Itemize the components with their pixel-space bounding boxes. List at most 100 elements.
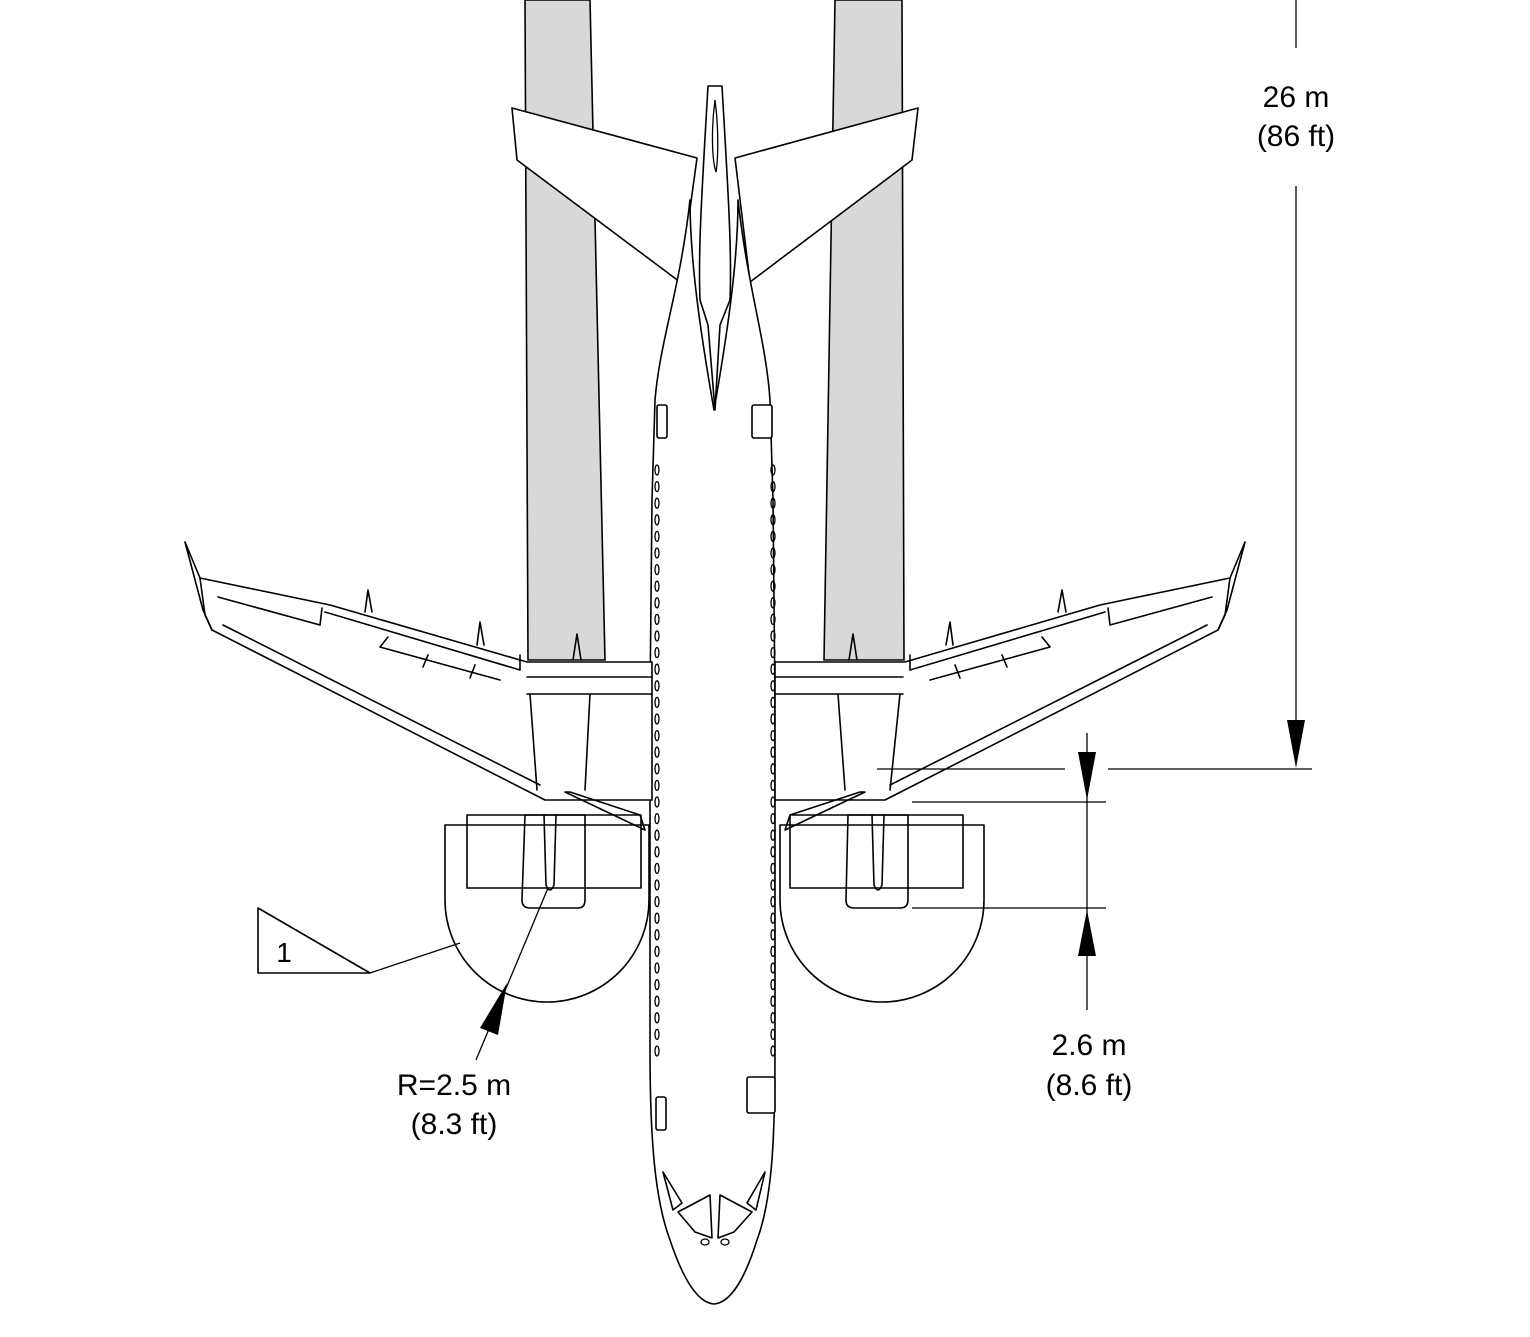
- cabin-window: [770, 912, 776, 924]
- right-engine-core: [871, 814, 885, 891]
- cabin-window: [654, 1012, 660, 1024]
- cockpit-windows: [662, 1171, 766, 1239]
- cabin-window: [654, 530, 660, 543]
- cabin-window: [770, 663, 776, 675]
- right-intake-hazard: [779, 824, 985, 1003]
- cabin-window: [654, 613, 660, 626]
- right-wingtip: [1217, 577, 1231, 631]
- cabin-window: [770, 862, 776, 875]
- cabin-window: [654, 746, 660, 758]
- inlet-offset-metric: 2.6 m: [1051, 1029, 1126, 1062]
- inlet-offset-imperial: (8.6 ft): [1046, 1069, 1133, 1102]
- cabin-window: [654, 480, 660, 493]
- inlet-radius-imperial: (8.3 ft): [411, 1108, 498, 1141]
- cabin-window: [770, 829, 776, 841]
- dim-26m-arrow: [1287, 720, 1305, 768]
- cabin-window: [770, 779, 776, 792]
- note-flag-number: 1: [276, 937, 292, 968]
- note-flag-leader: [369, 942, 461, 974]
- cabin-window: [770, 514, 776, 526]
- cabin-window: [770, 846, 776, 858]
- cabin-window: [770, 547, 776, 559]
- cabin-window: [654, 812, 660, 825]
- cabin-window: [770, 646, 776, 659]
- cabin-window: [654, 547, 660, 559]
- exhaust-length-metric: 26 m: [1263, 81, 1330, 114]
- cabin-window: [654, 763, 660, 775]
- cabin-window: [654, 696, 660, 709]
- left-wing-flap-track: [217, 596, 541, 786]
- cabin-window: [770, 729, 776, 742]
- left-engine-core: [543, 814, 557, 891]
- note-flag-triangle: [257, 907, 371, 974]
- cabin-window: [770, 580, 776, 592]
- left-intake-box: [466, 814, 642, 889]
- left-window-row: [654, 464, 660, 1057]
- cabin-window: [654, 713, 660, 725]
- cabin-window: [770, 895, 776, 908]
- right-horizontal-stabilizer: [734, 107, 919, 283]
- cabin-window: [770, 630, 776, 642]
- left-nose-sensor: [700, 1238, 710, 1246]
- right-pylon: [837, 693, 901, 791]
- cabin-window: [654, 729, 660, 742]
- left-fence-2: [476, 621, 485, 646]
- left-wingtip: [199, 577, 213, 631]
- cabin-window: [654, 895, 660, 908]
- right-fence-3: [848, 633, 858, 661]
- cabin-window: [654, 464, 660, 476]
- right-wing-root-fairing: [774, 676, 904, 695]
- dim-2-6m-arrow-up: [1078, 910, 1096, 956]
- cabin-window: [770, 464, 776, 476]
- cabin-window: [654, 663, 660, 675]
- cabin-window: [770, 812, 776, 825]
- cabin-window: [654, 846, 660, 858]
- cabin-window: [770, 530, 776, 543]
- cabin-window: [770, 995, 776, 1007]
- left-front-door: [655, 1096, 667, 1131]
- cabin-window: [770, 497, 776, 509]
- cabin-window: [654, 1028, 660, 1041]
- cabin-window: [654, 879, 660, 891]
- cabin-window: [770, 978, 776, 991]
- cabin-window: [770, 746, 776, 758]
- left-rear-door: [656, 404, 668, 439]
- exhaust-length-imperial: (86 ft): [1257, 120, 1335, 153]
- cabin-window: [770, 680, 776, 692]
- cabin-window: [770, 945, 776, 958]
- cabin-window: [654, 563, 660, 576]
- cabin-window: [770, 480, 776, 493]
- cabin-window: [654, 646, 660, 659]
- cabin-window: [770, 613, 776, 626]
- right-wing: [774, 541, 1246, 801]
- cabin-window: [654, 962, 660, 974]
- cabin-window: [654, 779, 660, 792]
- vertical-fin: [698, 85, 732, 411]
- cabin-window: [654, 829, 660, 841]
- right-fence-2: [945, 621, 954, 646]
- right-rear-door: [751, 404, 773, 439]
- right-fence-1: [1057, 589, 1067, 613]
- cabin-window: [654, 514, 660, 526]
- cabin-window: [654, 1045, 660, 1057]
- fuselage: [649, 199, 776, 1305]
- cabin-window: [654, 945, 660, 958]
- fin-centerline: [711, 99, 719, 173]
- cabin-window: [770, 1045, 776, 1057]
- cabin-window: [654, 978, 660, 991]
- cabin-window: [654, 597, 660, 609]
- right-intake-box: [789, 814, 964, 889]
- left-intake-hazard: [444, 824, 650, 1003]
- cabin-window: [770, 597, 776, 609]
- left-wing: [184, 541, 653, 801]
- dim-2-6m-arrow-down: [1078, 752, 1096, 800]
- cabin-window: [770, 713, 776, 725]
- cabin-window: [654, 862, 660, 875]
- cabin-window: [654, 995, 660, 1007]
- cabin-window: [770, 563, 776, 576]
- left-fence-3: [572, 633, 582, 661]
- right-engine-nacelle: [845, 814, 909, 909]
- cabin-window: [770, 1028, 776, 1041]
- cabin-window: [770, 879, 776, 891]
- cabin-window: [770, 962, 776, 974]
